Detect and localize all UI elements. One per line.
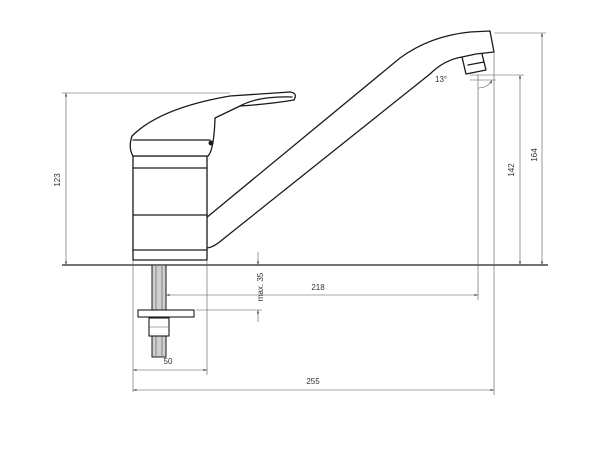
spout	[199, 30, 495, 249]
dim-total-height: 123	[53, 92, 230, 265]
lever-handle	[129, 91, 296, 157]
dim-base-diameter: 50	[132, 260, 208, 392]
svg-text:218: 218	[311, 283, 325, 292]
mounting-stud	[137, 264, 195, 358]
svg-text:50: 50	[164, 357, 173, 366]
lever-screw	[208, 140, 214, 146]
svg-text:255: 255	[306, 377, 320, 386]
dim-total-length: 255	[133, 52, 495, 395]
dim-spout-reach: 218	[166, 283, 478, 297]
svg-text:142: 142	[507, 163, 516, 177]
dim-mount-depth: max. 35	[196, 252, 265, 322]
svg-text:164: 164	[530, 148, 539, 162]
dim-spout-height: 142	[470, 74, 524, 300]
mounting-plate	[137, 309, 195, 318]
svg-text:max. 35: max. 35	[256, 272, 265, 301]
svg-text:13°: 13°	[435, 75, 447, 84]
dim-overall-height: 164	[494, 32, 546, 265]
dim-angle: 13°	[435, 75, 496, 89]
faucet-body	[132, 155, 208, 261]
faucet-outline	[129, 30, 495, 261]
svg-text:123: 123	[53, 173, 62, 187]
